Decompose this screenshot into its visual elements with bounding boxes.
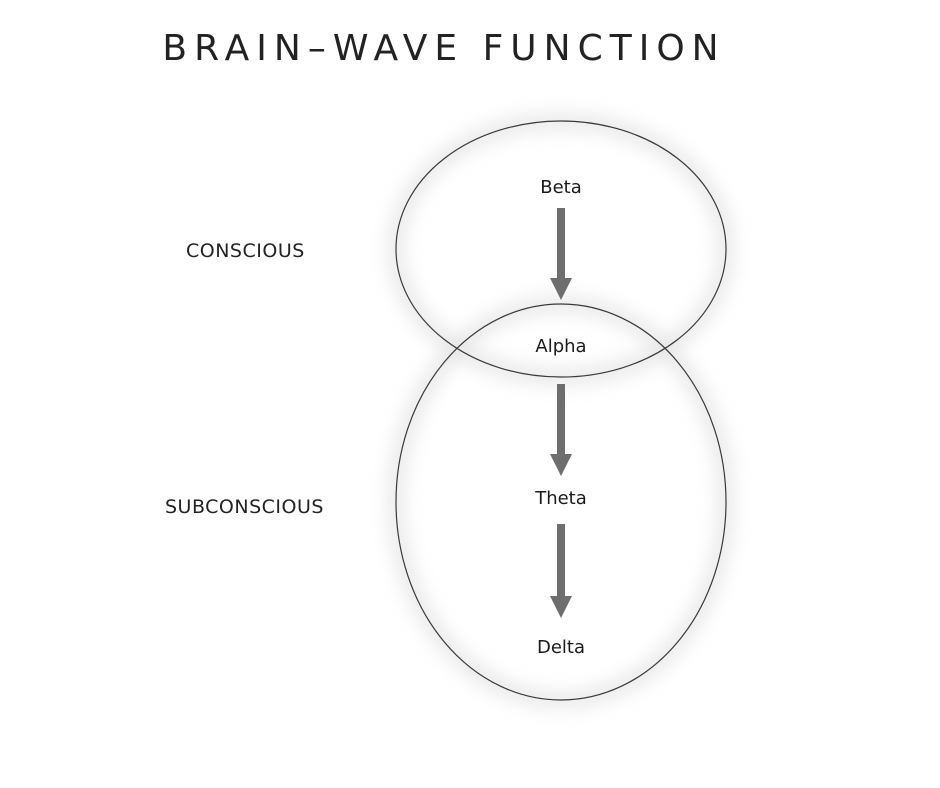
arrow-alpha-to-theta	[550, 384, 572, 476]
conscious-label: CONSCIOUS	[186, 240, 305, 262]
wave-label-delta: Delta	[537, 637, 585, 658]
arrow-beta-to-alpha	[550, 208, 572, 300]
subconscious-label: SUBCONSCIOUS	[165, 496, 324, 518]
arrow-theta-to-delta	[550, 524, 572, 618]
subconscious-ellipse	[395, 303, 727, 701]
conscious-ellipse	[395, 120, 727, 378]
wave-label-theta: Theta	[534, 488, 587, 509]
wave-label-beta: Beta	[540, 177, 582, 198]
diagram-title: BRAIN–WAVE FUNCTION	[162, 28, 726, 69]
wave-label-alpha: Alpha	[535, 336, 586, 357]
